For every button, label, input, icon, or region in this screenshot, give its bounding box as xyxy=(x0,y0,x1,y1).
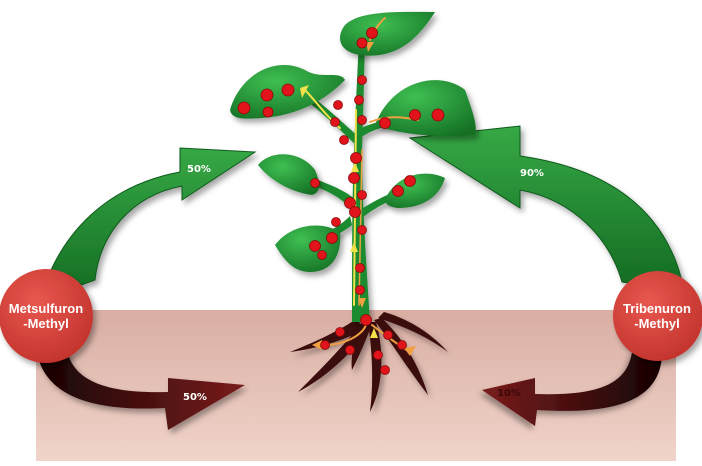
residue-dot xyxy=(318,251,327,260)
residue-dot xyxy=(393,186,404,197)
leaf-mid-left xyxy=(258,154,319,195)
residue-dot xyxy=(367,28,378,39)
residue-dot xyxy=(340,136,349,145)
residue-dot xyxy=(361,315,372,326)
tribenuron-circle xyxy=(613,271,702,361)
residue-dot xyxy=(351,153,362,164)
residue-dot xyxy=(358,76,367,85)
residue-dot xyxy=(238,102,250,114)
residue-dot xyxy=(410,110,421,121)
residue-dot xyxy=(321,341,330,350)
leaf-upper-right xyxy=(375,80,476,136)
residue-dot xyxy=(358,116,367,125)
residue-dot xyxy=(380,118,391,129)
residue-dot xyxy=(358,226,367,235)
residue-dot xyxy=(405,176,416,187)
residue-dot xyxy=(356,264,365,273)
residue-dot xyxy=(432,109,444,121)
residue-dot xyxy=(331,118,340,127)
residue-dot xyxy=(381,366,390,375)
residue-dot xyxy=(311,179,320,188)
residue-dot xyxy=(358,191,367,200)
residue-dot xyxy=(334,101,343,110)
residue-dot xyxy=(356,286,365,295)
residue-dot xyxy=(327,233,338,244)
residue-dot xyxy=(263,107,273,117)
residue-dot xyxy=(332,218,341,227)
residue-dot xyxy=(355,96,364,105)
residue-dot xyxy=(261,89,273,101)
residue-dot xyxy=(310,241,321,252)
residue-dot xyxy=(357,38,367,48)
residue-dot xyxy=(346,346,355,355)
arrow-right-to-plant xyxy=(410,126,684,290)
residue-dot xyxy=(374,351,383,360)
metsulfuron-circle xyxy=(0,269,93,363)
residue-dot xyxy=(350,207,361,218)
leaf-top xyxy=(340,12,435,56)
residue-dot xyxy=(336,328,345,337)
residue-dot xyxy=(349,173,360,184)
residue-dot xyxy=(384,331,393,340)
residue-dot xyxy=(282,84,294,96)
residue-dot xyxy=(398,341,407,350)
